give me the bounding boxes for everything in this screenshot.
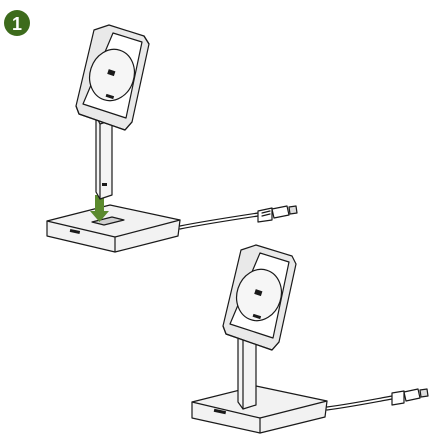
stand-assembled	[191, 244, 429, 434]
step-number: 1	[12, 14, 22, 34]
base-plate-top	[46, 204, 181, 253]
step-badge: 1	[4, 10, 30, 36]
cable-bottom	[326, 388, 429, 411]
insert-arrow	[90, 195, 109, 222]
step-badge-circle	[4, 10, 30, 36]
cable-top	[179, 205, 298, 230]
charging-pad-bottom	[222, 244, 297, 351]
base-plate-bottom	[191, 385, 328, 434]
charging-pad-top	[75, 24, 150, 131]
stand-assembly-exploded	[46, 24, 298, 253]
